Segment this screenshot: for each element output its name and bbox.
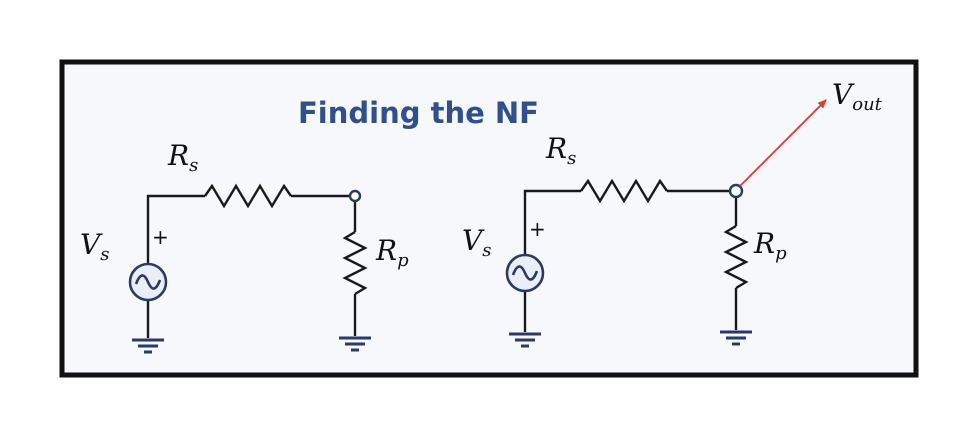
output-node	[728, 183, 744, 199]
ground-icon	[720, 330, 752, 346]
ac-source-icon	[128, 262, 168, 302]
ground-icon	[509, 332, 541, 348]
series-resistor-label: Rs	[545, 132, 576, 169]
series-resistor-zigzag	[204, 183, 292, 209]
circuit-left: + Vs Rs Rp	[80, 139, 409, 354]
wire-source-top	[146, 194, 205, 264]
shunt-resistor-zigzag	[723, 224, 749, 290]
source-label: Vs	[462, 224, 491, 261]
shunt-resistor-zigzag	[342, 230, 368, 296]
output-node	[348, 189, 362, 203]
shunt-resistor-label: Rp	[753, 227, 787, 264]
shunt-resistor-label: Rp	[375, 234, 409, 271]
circuit-right: + Vs Rs Rp Vout	[462, 78, 883, 348]
output-arrow	[739, 99, 827, 187]
source-polarity: +	[152, 225, 169, 249]
diagram-frame	[59, 59, 919, 378]
output-label: Vout	[832, 78, 883, 115]
wire-source-top	[523, 189, 581, 255]
source-polarity: +	[529, 217, 546, 241]
ac-source-icon	[505, 253, 545, 293]
series-resistor-zigzag	[580, 178, 668, 204]
ground-icon	[339, 336, 371, 352]
series-resistor-label: Rs	[167, 139, 198, 176]
diagram-title: Finding the NF	[298, 96, 539, 130]
ground-icon	[132, 338, 164, 354]
source-label: Vs	[80, 228, 109, 265]
